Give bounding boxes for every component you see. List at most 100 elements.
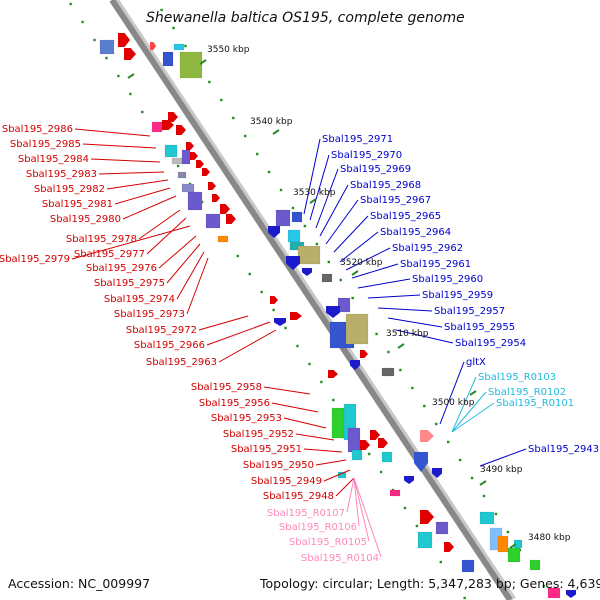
leader-line (395, 329, 454, 344)
gene-label: Sbal195_2964 (380, 227, 451, 238)
gene-feature (287, 229, 301, 243)
track-dot (284, 326, 287, 330)
gene-label: Sbal195_2962 (392, 243, 463, 254)
leader-line (339, 231, 379, 263)
gene-feature (162, 51, 174, 67)
track-dot (399, 368, 402, 372)
track-dot (375, 332, 378, 336)
gene-label: Sbal195_R0107 (267, 508, 345, 519)
track-dot (351, 296, 354, 300)
leader-line (74, 128, 151, 137)
track-dot (315, 242, 319, 246)
leader-line (353, 477, 370, 542)
gene-arrow (290, 312, 302, 320)
track-dot (327, 260, 330, 264)
gene-feature (417, 531, 433, 549)
track-dot (387, 350, 390, 354)
leader-line (303, 448, 343, 453)
ruler-tick (479, 480, 487, 486)
track-dot (267, 170, 271, 174)
leader-line (345, 247, 391, 271)
gene-arrow (186, 142, 194, 150)
gene-feature (151, 121, 163, 133)
track-dot (367, 452, 371, 456)
gene-feature (171, 157, 183, 165)
leader-line (353, 477, 360, 527)
track-dot (160, 8, 163, 12)
track-dot (255, 152, 259, 156)
track-dot (332, 398, 335, 402)
gene-label: Sbal195_2969 (340, 164, 411, 175)
gene-arrow (226, 214, 236, 224)
track-dot (244, 134, 247, 138)
track-dot (542, 584, 545, 588)
gene-label: Sbal195_R0106 (279, 522, 357, 533)
gene-label: Sbal195_2957 (434, 306, 505, 317)
gene-label: Sbal195_2985 (10, 139, 81, 150)
leader-line (377, 307, 433, 312)
gene-arrow (566, 590, 576, 598)
leader-line (295, 433, 335, 441)
gene-label: Sbal195_2953 (211, 413, 282, 424)
track-dot (320, 380, 323, 384)
track-dot (303, 224, 307, 228)
track-dot (272, 308, 275, 312)
track-dot (403, 506, 407, 510)
gene-feature (479, 511, 495, 525)
track-dot (463, 596, 466, 600)
leader-line (283, 417, 327, 429)
gene-label: Sbal195_2948 (263, 491, 334, 502)
gene-label: Sbal195_2967 (360, 195, 431, 206)
leader-line (158, 235, 197, 269)
leader-line (315, 168, 339, 229)
ruler-tick (469, 390, 477, 396)
ruler-label: 3540 kbp (250, 117, 293, 127)
gene-arrow (360, 440, 370, 450)
gene-label: Sbal195_2970 (331, 150, 402, 161)
gene-label: Sbal195_2981 (42, 199, 113, 210)
gene-label: Sbal195_2977 (74, 249, 145, 260)
leader-line (351, 263, 399, 279)
label-leaders (71, 128, 527, 558)
leader-line (451, 376, 477, 433)
gene-arrow (328, 370, 338, 378)
gene-feature (389, 489, 401, 497)
gene-feature (547, 587, 561, 599)
ruler-label: 3500 kbp (432, 398, 475, 408)
gene-label: Sbal195_2980 (50, 214, 121, 225)
track-dot (296, 344, 299, 348)
gene-label: Sbal195_2966 (134, 340, 205, 351)
gene-label: Sbal195_2954 (455, 338, 526, 349)
track-dot (93, 38, 96, 42)
gene-labels: Sbal195_2986Sbal195_2985Sbal195_2984Sbal… (0, 124, 599, 564)
gene-feature (381, 451, 393, 463)
track-dot (458, 458, 462, 462)
gene-feature (177, 171, 187, 179)
gene-label: gltX (466, 357, 486, 368)
leader-line (346, 477, 355, 513)
leader-line (357, 278, 411, 289)
gene-arrow (190, 152, 198, 160)
gene-arrow (118, 33, 130, 47)
gene-feature (497, 535, 509, 553)
gene-label: Sbal195_2952 (223, 429, 294, 440)
track-dot (260, 290, 263, 294)
track-dot (117, 74, 120, 78)
gene-feature (217, 235, 229, 243)
leader-line (451, 391, 487, 433)
leader-line (198, 315, 249, 331)
gene-label: Sbal195_2968 (350, 180, 421, 191)
gene-arrow (302, 268, 312, 276)
leader-line (122, 195, 177, 220)
gene-arrow (286, 256, 300, 270)
ruler-label: 3510 kbp (386, 329, 429, 339)
gene-feature (179, 51, 203, 79)
gene-label: Sbal195_2960 (412, 274, 483, 285)
gene-feature (347, 427, 361, 453)
gene-feature (529, 559, 541, 571)
genome-title: Shewanella baltica OS195, complete genom… (146, 10, 465, 26)
gene-label: Sbal195_2971 (322, 134, 393, 145)
track-dot (208, 80, 211, 84)
gene-arrow (414, 452, 428, 472)
gene-feature (181, 183, 195, 193)
